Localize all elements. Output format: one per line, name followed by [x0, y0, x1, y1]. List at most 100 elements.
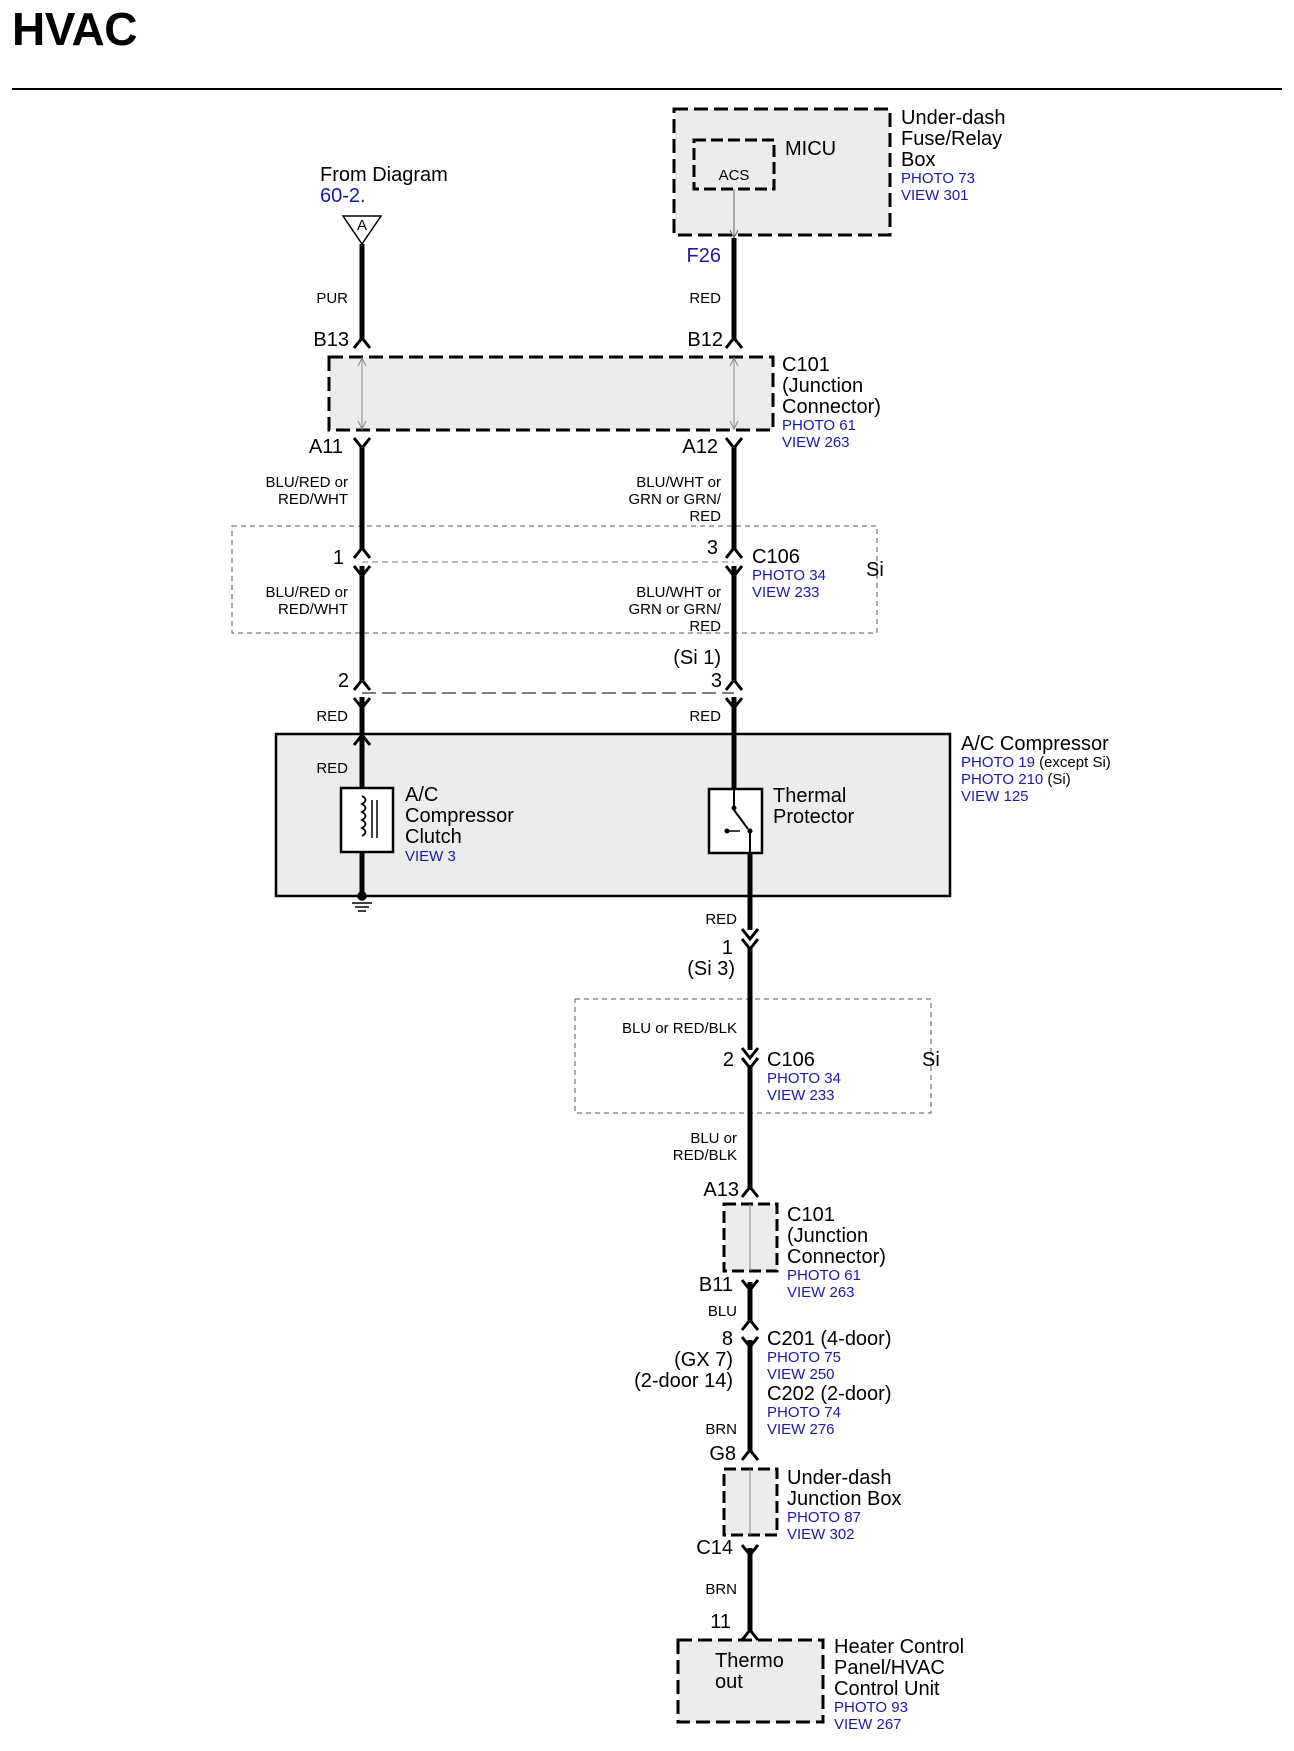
source-ref: 60-2. — [320, 185, 366, 207]
acs-label: ACS — [719, 167, 750, 184]
c101-top-view: VIEW 263 — [782, 434, 850, 451]
clutch-box — [339, 786, 395, 854]
c201-name: C201 (4-door) — [767, 1328, 892, 1350]
wire-label-blu: BLU — [708, 1303, 737, 1320]
pin-b11: B11 — [699, 1274, 733, 1296]
wire-label-brn-2: BRN — [705, 1581, 737, 1598]
heater-name-2: Panel/HVAC — [834, 1657, 945, 1679]
c106-top-view: VIEW 233 — [752, 584, 820, 601]
c202-photo: PHOTO 74 — [767, 1404, 841, 1421]
jbox-name-2: Junction Box — [787, 1488, 902, 1510]
wire-label-c106l-2: RED/WHT — [278, 601, 348, 618]
c101-top-name-2: (Junction — [782, 375, 863, 397]
micu-inner-box — [692, 138, 776, 191]
source-triangle-icon — [341, 215, 383, 246]
wire-label-red-protector: RED — [705, 911, 737, 928]
compressor-title: A/C Compressor — [961, 733, 1109, 755]
wire-label-c106r-2: GRN or GRN/ — [628, 601, 721, 618]
heater-photo: PHOTO 93 — [834, 1699, 908, 1716]
micu-terminal: F26 — [687, 245, 721, 267]
compressor-photo-1: PHOTO 19 (except Si) — [961, 754, 1111, 771]
c106-bottom-view: VIEW 233 — [767, 1087, 835, 1104]
c106-bottom-photo: PHOTO 34 — [767, 1070, 841, 1087]
c106-top-name: C106 — [752, 546, 800, 568]
source-text: From Diagram — [320, 164, 448, 186]
clutch-coil-icon — [360, 795, 367, 837]
pin-gx7: (GX 7) — [674, 1349, 733, 1371]
c106-top-photo: PHOTO 34 — [752, 567, 826, 584]
c101-top-name-3: Connector) — [782, 396, 881, 418]
c101-bottom-photo: PHOTO 61 — [787, 1267, 861, 1284]
c106-top-tag: Si — [866, 559, 884, 581]
wire-label-pur: PUR — [316, 290, 348, 307]
c201-photo: PHOTO 75 — [767, 1349, 841, 1366]
wire-label-a12-1: BLU/WHT or — [636, 474, 721, 491]
c101-bottom-name-3: Connector) — [787, 1246, 886, 1268]
micu-title-1: Under-dash — [901, 107, 1006, 129]
c101-bottom-view: VIEW 263 — [787, 1284, 855, 1301]
switch-blade-icon — [733, 809, 749, 830]
protector-label-1: Thermal — [773, 785, 846, 807]
pin-2door-14: (2-door 14) — [634, 1370, 733, 1392]
wire-label-red-right: RED — [689, 708, 721, 725]
pin-g8: G8 — [709, 1443, 736, 1465]
jbox-photo: PHOTO 87 — [787, 1509, 861, 1526]
wire-label-a11-2: RED/WHT — [278, 491, 348, 508]
c202-name: C202 (2-door) — [767, 1383, 892, 1405]
clutch-label-2: Compressor — [405, 805, 514, 827]
c106-bottom-region — [574, 998, 932, 1114]
pin-c106-1: 1 — [333, 547, 344, 569]
heater-view: VIEW 267 — [834, 1716, 902, 1733]
pin-a12: A12 — [682, 436, 718, 458]
c101-top-box — [327, 355, 775, 432]
wire-label-a12-3: RED — [689, 508, 721, 525]
clutch-view: VIEW 3 — [405, 848, 456, 865]
source-connector-letter: A — [357, 217, 367, 234]
wire-label-red-clutch: RED — [316, 760, 348, 777]
c106-bottom-tag: Si — [922, 1049, 940, 1071]
jbox-name-1: Under-dash — [787, 1467, 892, 1489]
c106-bottom-name: C106 — [767, 1049, 815, 1071]
pin-c201-8: 8 — [722, 1328, 733, 1350]
pin-comp-2: 2 — [338, 670, 349, 692]
protector-label-2: Protector — [773, 806, 854, 828]
clutch-label-1: A/C — [405, 784, 438, 806]
title-rule — [12, 88, 1282, 90]
wire-label-c106r-3: RED — [689, 618, 721, 635]
page-title: HVAC — [12, 3, 137, 55]
pin-prot-1: 1 — [722, 937, 733, 959]
micu-label: MICU — [785, 138, 836, 160]
wire-label-blu-redblk: BLU or RED/BLK — [622, 1020, 737, 1037]
wire-label-blu-or-2: RED/BLK — [673, 1147, 737, 1164]
micu-title-3: Box — [901, 149, 935, 171]
heater-control-box — [676, 1638, 825, 1724]
wire-label-brn-1: BRN — [705, 1421, 737, 1438]
c101-top-name-1: C101 — [782, 354, 830, 376]
wire-label-c106r-1: BLU/WHT or — [636, 584, 721, 601]
pin-c14: C14 — [696, 1537, 733, 1559]
pin-b12: B12 — [687, 329, 723, 351]
pin-si-3: (Si 3) — [687, 958, 735, 980]
thermal-protector-box — [707, 787, 764, 855]
heater-name-1: Heater Control — [834, 1636, 964, 1658]
c201-view: VIEW 250 — [767, 1366, 835, 1383]
pin-comp-3: 3 — [711, 670, 722, 692]
c202-view: VIEW 276 — [767, 1421, 835, 1438]
c101-top-photo: PHOTO 61 — [782, 417, 856, 434]
ground-icon — [352, 891, 372, 912]
wire-label-a11-1: BLU/RED or — [265, 474, 348, 491]
wire-label-blu-or-1: BLU or — [690, 1130, 737, 1147]
c101-bottom-name-2: (Junction — [787, 1225, 868, 1247]
pin-si-1: (Si 1) — [673, 647, 721, 669]
pin-c106-3: 3 — [707, 537, 718, 559]
c106-top-region — [231, 525, 878, 634]
pin-a13: A13 — [703, 1179, 739, 1201]
pin-a11: A11 — [309, 436, 343, 458]
micu-photo: PHOTO 73 — [901, 170, 975, 187]
c101-bottom-name-1: C101 — [787, 1204, 835, 1226]
clutch-label-3: Clutch — [405, 826, 462, 848]
compressor-photo-2: PHOTO 210 (Si) — [961, 771, 1071, 788]
heater-inner-2: out — [715, 1671, 743, 1693]
micu-title-2: Fuse/Relay — [901, 128, 1002, 150]
